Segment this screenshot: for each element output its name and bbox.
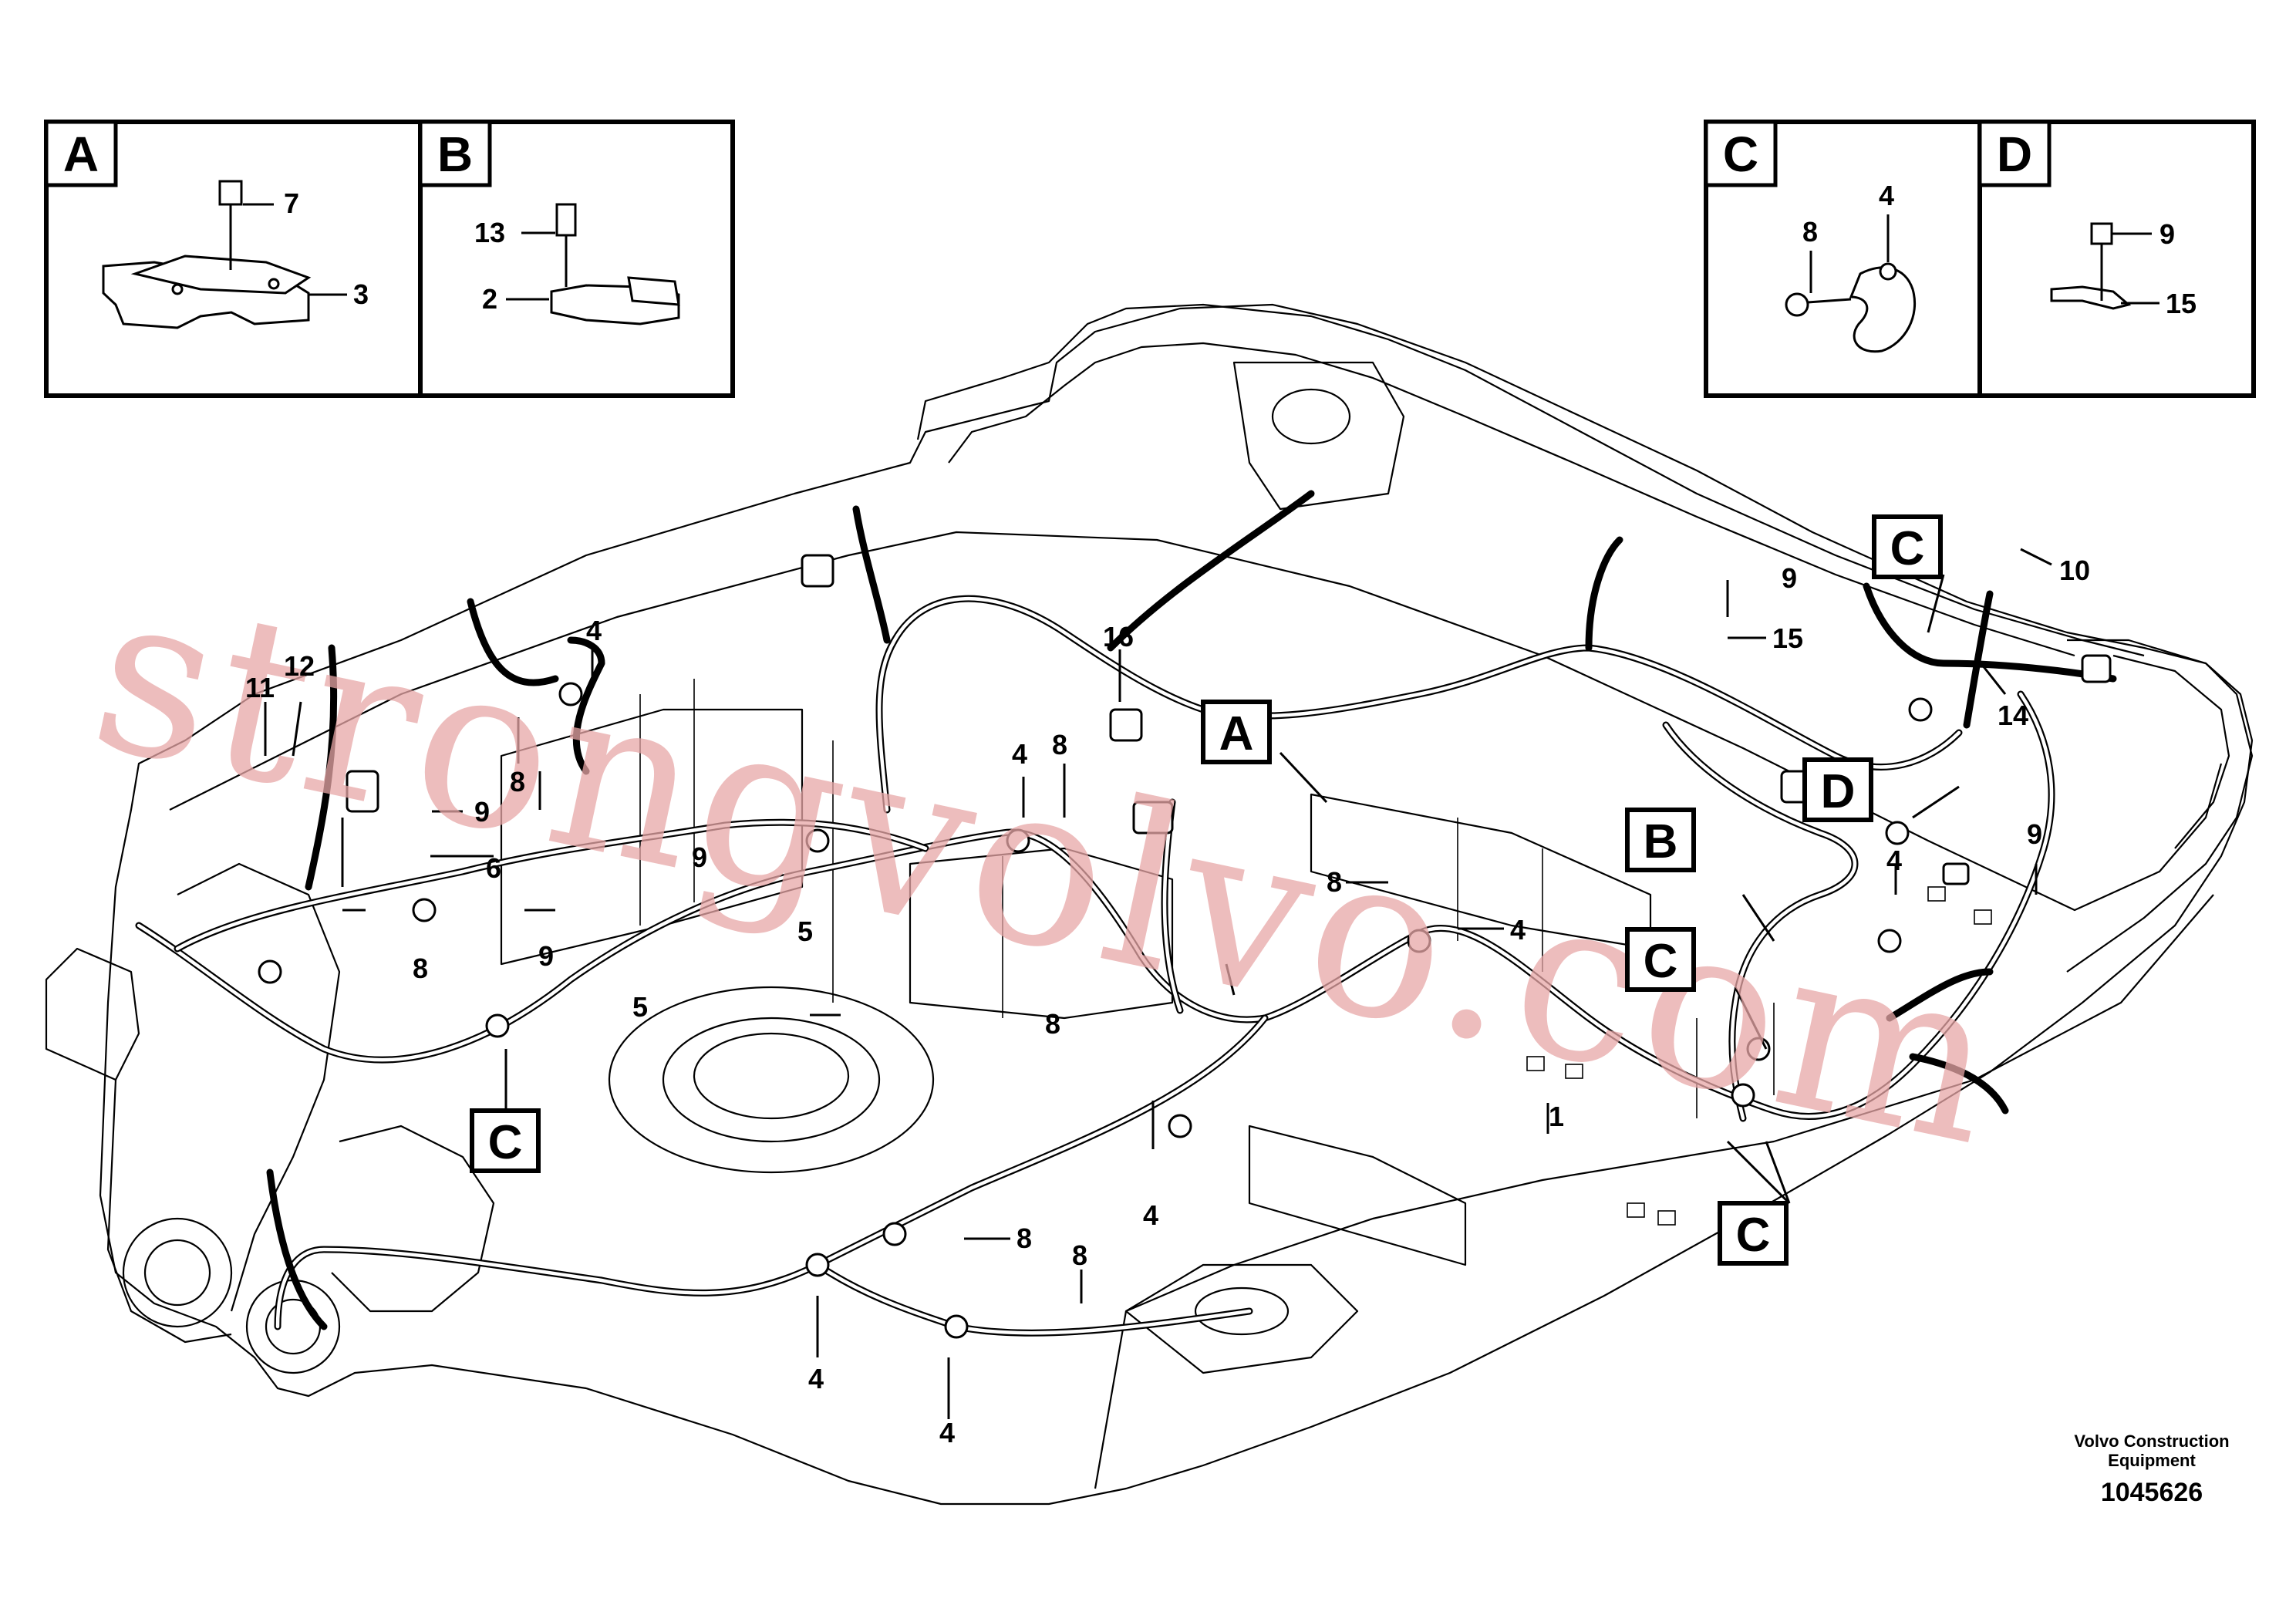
- svg-text:C: C: [488, 1116, 523, 1169]
- label-16: 16: [1103, 621, 1134, 653]
- svg-text:C: C: [1644, 935, 1678, 988]
- label-8: 8: [1072, 1239, 1087, 1271]
- svg-text:B: B: [1644, 815, 1678, 868]
- inset-B-label-13: 13: [474, 217, 505, 248]
- label-6: 6: [486, 852, 501, 884]
- label-4: 4: [808, 1363, 824, 1394]
- clamps: [258, 554, 2112, 1339]
- callout-C-left: C: [470, 1108, 541, 1173]
- inset-letter-B: B: [437, 126, 473, 182]
- wiring-harness: [135, 490, 2117, 1337]
- inset-letter-A: A: [63, 126, 99, 182]
- label-4: 4: [586, 615, 602, 646]
- drawing-footer: Volvo Construction Equipment 1045626: [2074, 1431, 2229, 1507]
- label-8: 8: [1017, 1222, 1032, 1254]
- inset-D-label-15: 15: [2166, 288, 2197, 319]
- label-8: 8: [510, 766, 525, 798]
- inset-panel-D: D 9 15: [1977, 120, 2256, 398]
- label-1: 1: [1549, 1101, 1564, 1132]
- label-8: 8: [1327, 866, 1342, 898]
- inset-A-label-7: 7: [284, 187, 299, 219]
- svg-text:A: A: [1219, 707, 1254, 760]
- label-5: 5: [797, 916, 813, 947]
- svg-text:D: D: [1821, 765, 1856, 818]
- callout-B: B: [1625, 808, 1696, 872]
- inset-C-label-8: 8: [1802, 216, 1818, 248]
- svg-text:C: C: [1736, 1209, 1771, 1262]
- label-9: 9: [538, 940, 554, 972]
- label-9: 9: [474, 796, 490, 828]
- label-8: 8: [413, 953, 428, 984]
- label-4: 4: [1510, 914, 1526, 946]
- label-4: 4: [1012, 738, 1027, 770]
- callout-C-mid-right: C: [1625, 927, 1696, 992]
- callouts: A B C C C C D: [470, 514, 1943, 1266]
- label-10: 10: [2059, 555, 2090, 586]
- drawing-number: 1045626: [2101, 1478, 2203, 1507]
- label-4: 4: [1886, 845, 1902, 876]
- label-9: 9: [2027, 818, 2042, 850]
- inset-A-label-3: 3: [353, 278, 369, 310]
- inset-panel-A: A 7 3: [44, 120, 423, 398]
- label-11: 11: [245, 672, 275, 703]
- label-9: 9: [692, 841, 707, 873]
- brand-line-1: Volvo Construction: [2074, 1431, 2229, 1451]
- label-14: 14: [1998, 700, 2028, 731]
- callout-D: D: [1802, 757, 1873, 822]
- inset-panel-C: C 4 8: [1704, 120, 1982, 398]
- label-8: 8: [1052, 729, 1067, 760]
- inset-panel-B: B 13 2: [418, 120, 735, 398]
- inset-C-label-4: 4: [1879, 180, 1894, 211]
- inset-letter-D: D: [1997, 126, 2032, 182]
- label-9: 9: [1782, 562, 1797, 594]
- label-5: 5: [632, 991, 648, 1023]
- label-15: 15: [1772, 622, 1803, 654]
- inset-letter-C: C: [1723, 126, 1758, 182]
- svg-text:C: C: [1890, 522, 1925, 575]
- callout-C-top-right: C: [1872, 514, 1943, 579]
- callout-A: A: [1201, 700, 1272, 764]
- label-4: 4: [1143, 1199, 1158, 1231]
- leader-lines: [264, 548, 2052, 1419]
- inset-B-label-2: 2: [482, 283, 497, 315]
- part-number-labels: 4 8 11 12 9 6 9 9 8 5 5 4 8 16 8 4 8 1 4…: [245, 555, 2090, 1448]
- label-4: 4: [939, 1417, 955, 1448]
- label-12: 12: [284, 650, 315, 682]
- callout-C-bottom-right: C: [1718, 1201, 1789, 1266]
- label-8: 8: [1045, 1008, 1060, 1040]
- brand-line-2: Equipment: [2108, 1451, 2196, 1470]
- inset-D-label-9: 9: [2159, 218, 2175, 250]
